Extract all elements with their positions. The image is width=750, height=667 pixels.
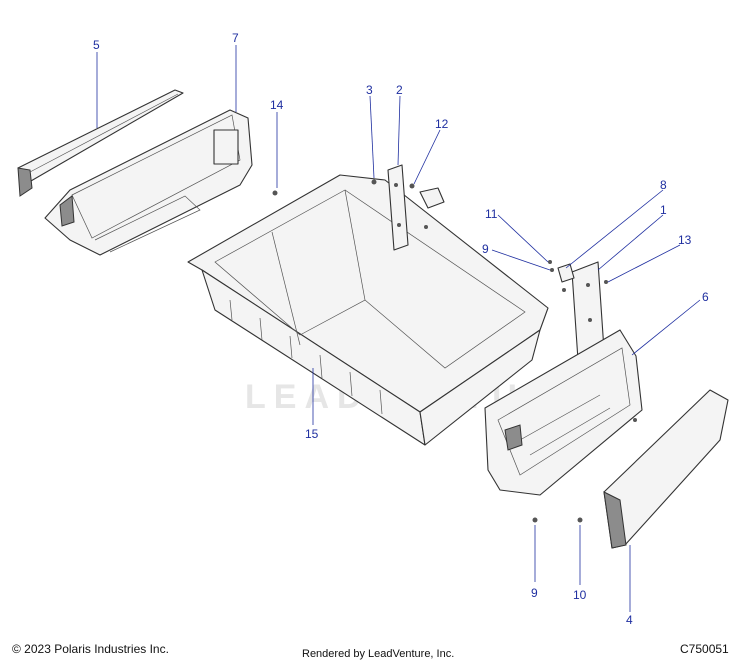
part-6-tailgate-frame xyxy=(484,329,643,496)
rendered-by-text: Rendered by LeadVenture, Inc. xyxy=(302,648,455,660)
callout-4: 4 xyxy=(626,613,633,627)
callout-8: 8 xyxy=(660,178,667,192)
part-2-bracket xyxy=(387,164,409,251)
part-8-latch-hardware xyxy=(548,260,575,292)
callout-10: 10 xyxy=(573,588,587,602)
copyright-text: © 2023 Polaris Industries Inc. xyxy=(12,642,169,656)
fasteners xyxy=(272,179,637,523)
part-5-side-rail xyxy=(17,89,184,197)
part-15-cargo-box xyxy=(187,174,549,446)
diagram-code: C750051 xyxy=(680,642,729,656)
callout-12: 12 xyxy=(435,117,449,131)
leader-lines xyxy=(96,45,701,612)
callout-11: 11 xyxy=(485,207,498,221)
callout-14: 14 xyxy=(270,98,284,112)
part-7-rear-panel xyxy=(44,109,253,256)
callout-2: 2 xyxy=(396,83,403,97)
part-12-latch xyxy=(409,183,445,229)
callout-6: 6 xyxy=(702,290,709,304)
part-4-tailgate-panel xyxy=(603,389,729,549)
callout-15: 15 xyxy=(305,427,319,441)
callout-9-lower: 9 xyxy=(531,586,538,600)
callout-1: 1 xyxy=(660,203,667,217)
callout-3: 3 xyxy=(366,83,373,97)
callouts: 5 7 14 3 2 12 8 11 1 9 13 6 15 9 10 4 xyxy=(93,31,709,627)
callout-5: 5 xyxy=(93,38,100,52)
callout-9-upper: 9 xyxy=(482,242,489,256)
callout-7: 7 xyxy=(232,31,239,45)
callout-13: 13 xyxy=(678,233,692,247)
